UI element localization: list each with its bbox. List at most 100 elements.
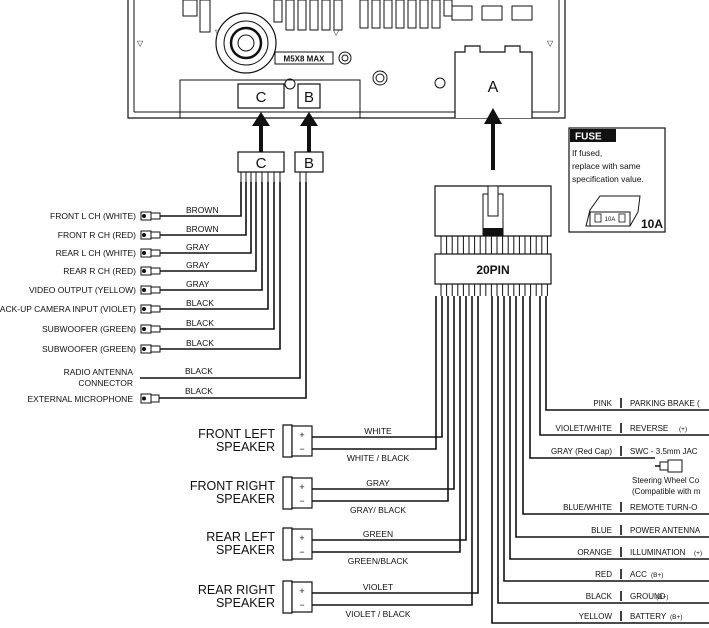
speaker-minus: −: [299, 496, 304, 506]
power-wire-color: YELLOW: [579, 612, 613, 621]
speaker-minus: −: [299, 547, 304, 557]
rca-plug-icon: [140, 230, 161, 240]
rca-wire-label: BLACK: [186, 338, 214, 348]
speaker-neg-label: GRAY/ BLACK: [350, 505, 406, 515]
speaker-icon: [282, 476, 313, 510]
socket-a-label: A: [488, 79, 499, 96]
rca-input-1: FRONT R CH (RED) BROWN: [58, 182, 247, 240]
svg-text:▽: ▽: [547, 39, 554, 48]
speaker-pos-wire: [312, 296, 479, 594]
rca-wire-label: BLACK: [186, 298, 214, 308]
power-wire-line: [491, 296, 709, 624]
model-badge: M5X8 MAX: [284, 55, 326, 64]
svg-text:▽: ▽: [137, 39, 144, 48]
rca-input-6: SUBWOOFER (GREEN) BLACK: [42, 182, 275, 334]
speaker-neg-wire: [312, 296, 473, 606]
20pin-label-box: [434, 253, 552, 285]
speaker-neg-label: WHITE / BLACK: [347, 453, 410, 463]
rca-wire: [160, 182, 252, 254]
socket-c: [237, 83, 285, 109]
model-badge-box: [274, 51, 334, 65]
rca-plug-icon: [140, 248, 161, 258]
speaker-pos-label: GREEN: [363, 529, 393, 539]
power-wire-line: [509, 296, 709, 560]
cooling-fan: [215, 12, 277, 74]
plug-c: C: [237, 151, 285, 182]
rca-label: SUBWOOFER (GREEN): [42, 344, 136, 354]
rca-input-0: FRONT L CH (WHITE)BROWN: [50, 182, 242, 221]
fuse-rating: 10A: [641, 217, 663, 231]
antenna-label-1: RADIO ANTENNA: [64, 367, 134, 377]
rca-input-5: BACK-UP CAMERA INPUT (VIOLET) BLACK: [0, 182, 269, 314]
power-wire-function: POWER ANTENNA: [630, 526, 701, 535]
power-wire-2: GRAY (Red Cap) SWC - 3.5mm JAC: [529, 296, 698, 459]
svg-text:▽: ▽: [333, 28, 340, 37]
speaker-name: FRONT RIGHT: [190, 479, 276, 493]
speaker-plus: +: [299, 430, 304, 440]
rca-input-2: REAR L CH (WHITE)GRAY: [56, 182, 252, 258]
socket-c-label: C: [256, 89, 267, 106]
microphone-wire-label: BLACK: [185, 386, 213, 396]
20pin-label: 20PIN: [476, 263, 509, 277]
antenna-label-2: CONNECTOR: [78, 378, 133, 388]
fuse-line-1: If fused,: [572, 148, 602, 158]
power-wire-function: GROUND: [630, 592, 666, 601]
rca-label: BACK-UP CAMERA INPUT (VIOLET): [0, 304, 136, 314]
rca-plug-icon: [140, 266, 161, 276]
fuse-title-bar: [570, 129, 616, 142]
power-wire-suffix: (+): [679, 426, 687, 433]
speaker-name: REAR LEFT: [206, 530, 275, 544]
rca-label: FRONT R CH (RED): [58, 230, 136, 240]
power-wire-color: GRAY (Red Cap): [551, 447, 612, 456]
power-wire-color: PINK: [593, 399, 612, 408]
speaker-plus: +: [299, 482, 304, 492]
rca-input-4: VIDEO OUTPUT (YELLOW)GRAY: [29, 182, 263, 295]
power-wire-function: SWC - 3.5mm JAC: [630, 447, 698, 456]
microphone-label: EXTERNAL MICROPHONE: [28, 394, 134, 404]
connection-arrows: [252, 108, 502, 170]
external-microphone: EXTERNAL MICROPHONE BLACK: [28, 182, 307, 404]
swc-note-1: Steering Wheel Co: [632, 476, 700, 485]
power-wire-suffix: (B−): [656, 594, 668, 601]
fuse-box: FUSE If fused, replace with same specifi…: [568, 127, 666, 233]
speaker-icon: [282, 527, 313, 561]
power-wire-line: [529, 296, 655, 459]
power-wire-line: [539, 296, 709, 436]
power-wire-line: [503, 296, 709, 582]
power-wire-function: REMOTE TURN-O: [630, 503, 697, 512]
speaker-name: FRONT LEFT: [198, 427, 275, 441]
fuse-line-3: specification value.: [572, 174, 644, 184]
rca-label: SUBWOOFER (GREEN): [42, 324, 136, 334]
rca-wire-label: BROWN: [186, 224, 219, 234]
rca-wire-label: GRAY: [186, 242, 210, 252]
power-wire-function: BATTERY: [630, 612, 667, 621]
speakers: FRONT LEFT SPEAKER + − WHITE WHITE / BLACK FRO…: [190, 296, 479, 619]
speaker-pos-wire: [312, 296, 467, 541]
speaker-minus: −: [299, 444, 304, 454]
swc-note-2: (Compatible with m: [632, 487, 701, 496]
speaker-pos-label: WHITE: [364, 426, 392, 436]
rca-wire-label: GRAY: [186, 260, 210, 270]
rca-input-7: SUBWOOFER (GREEN) BLACK: [42, 182, 281, 354]
speaker-name: REAR RIGHT: [198, 583, 275, 597]
power-wire-function: ACC: [630, 570, 647, 579]
power-wire-line: [545, 296, 709, 411]
speaker-minus: −: [299, 600, 304, 610]
rca-plug-icon: [140, 304, 161, 314]
power-wire-function: PARKING BRAKE (: [630, 399, 700, 408]
socket-a: [454, 45, 533, 118]
antenna-connector: RADIO ANTENNA CONNECTOR BLACK: [64, 182, 301, 388]
rca-wire: [160, 182, 257, 272]
speaker-icon: [282, 580, 313, 614]
fuse-title: FUSE: [575, 132, 602, 143]
speaker-name-2: SPEAKER: [216, 543, 275, 557]
rca-wire: [160, 182, 269, 310]
